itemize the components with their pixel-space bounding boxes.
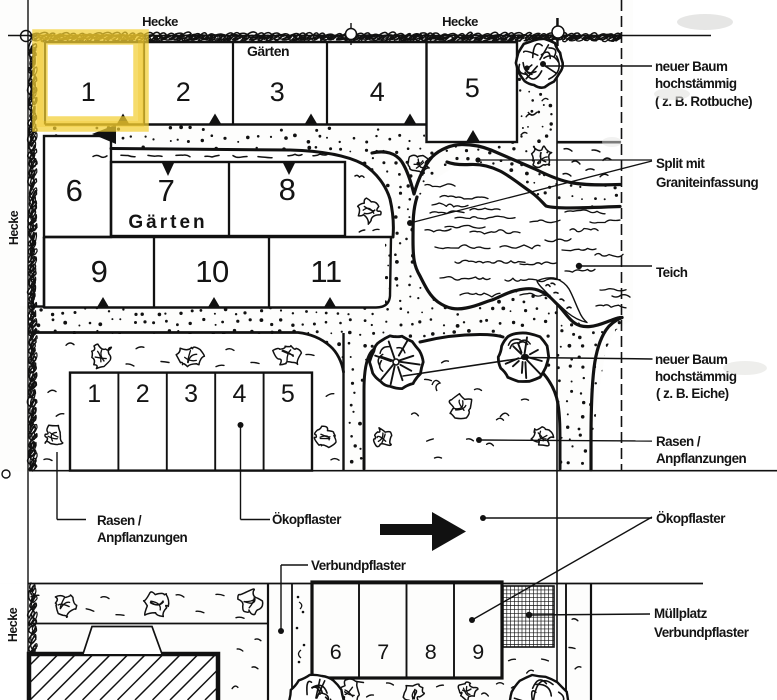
svg-text:Gärten: Gärten	[247, 43, 289, 59]
svg-text:8: 8	[425, 640, 437, 664]
svg-text:4: 4	[370, 77, 385, 107]
svg-text:3: 3	[184, 380, 197, 408]
svg-text:Rasen /: Rasen /	[656, 434, 701, 449]
svg-text:4: 4	[232, 380, 246, 408]
svg-text:Teich: Teich	[656, 265, 688, 280]
svg-text:Ökopflaster: Ökopflaster	[656, 511, 726, 526]
svg-text:5: 5	[465, 73, 480, 103]
svg-text:Graniteinfassung: Graniteinfassung	[656, 175, 758, 190]
svg-text:3: 3	[270, 77, 285, 107]
svg-text:2: 2	[176, 77, 191, 107]
svg-text:Hecke: Hecke	[7, 210, 21, 245]
svg-text:1: 1	[87, 380, 100, 408]
svg-text:11: 11	[310, 254, 341, 289]
svg-text:5: 5	[281, 380, 294, 408]
svg-text:6: 6	[66, 173, 83, 208]
svg-text:Anpflanzungen: Anpflanzungen	[97, 530, 188, 545]
svg-text:8: 8	[279, 172, 296, 207]
svg-text:neuer Baum: neuer Baum	[655, 352, 728, 367]
svg-text:Müllplatz: Müllplatz	[654, 606, 708, 621]
svg-text:hochstämmig: hochstämmig	[655, 369, 737, 384]
svg-text:2: 2	[136, 380, 149, 408]
svg-text:Gärten: Gärten	[128, 212, 207, 233]
svg-text:6: 6	[330, 640, 342, 664]
svg-text:Ökopflaster: Ökopflaster	[272, 512, 342, 527]
svg-text:9: 9	[91, 254, 108, 289]
svg-text:Hecke: Hecke	[6, 607, 20, 642]
svg-text:Hecke: Hecke	[142, 14, 178, 29]
svg-text:Rasen /: Rasen /	[97, 513, 142, 528]
svg-text:10: 10	[195, 254, 229, 289]
svg-text:7: 7	[377, 640, 388, 664]
svg-text:7: 7	[158, 173, 175, 208]
svg-text:9: 9	[472, 640, 483, 664]
svg-text:1: 1	[81, 77, 96, 107]
svg-text:Hecke: Hecke	[442, 14, 478, 29]
svg-text:Verbundpflaster: Verbundpflaster	[654, 625, 750, 640]
svg-text:hochstämmig: hochstämmig	[655, 76, 737, 91]
svg-text:Split mit: Split mit	[656, 156, 705, 171]
svg-text:Verbundpflaster: Verbundpflaster	[311, 558, 407, 573]
svg-text:( z. B. Eiche): ( z. B. Eiche)	[656, 386, 729, 401]
svg-text:neuer Baum: neuer Baum	[655, 59, 728, 74]
svg-text:Anpflanzungen: Anpflanzungen	[656, 451, 747, 466]
